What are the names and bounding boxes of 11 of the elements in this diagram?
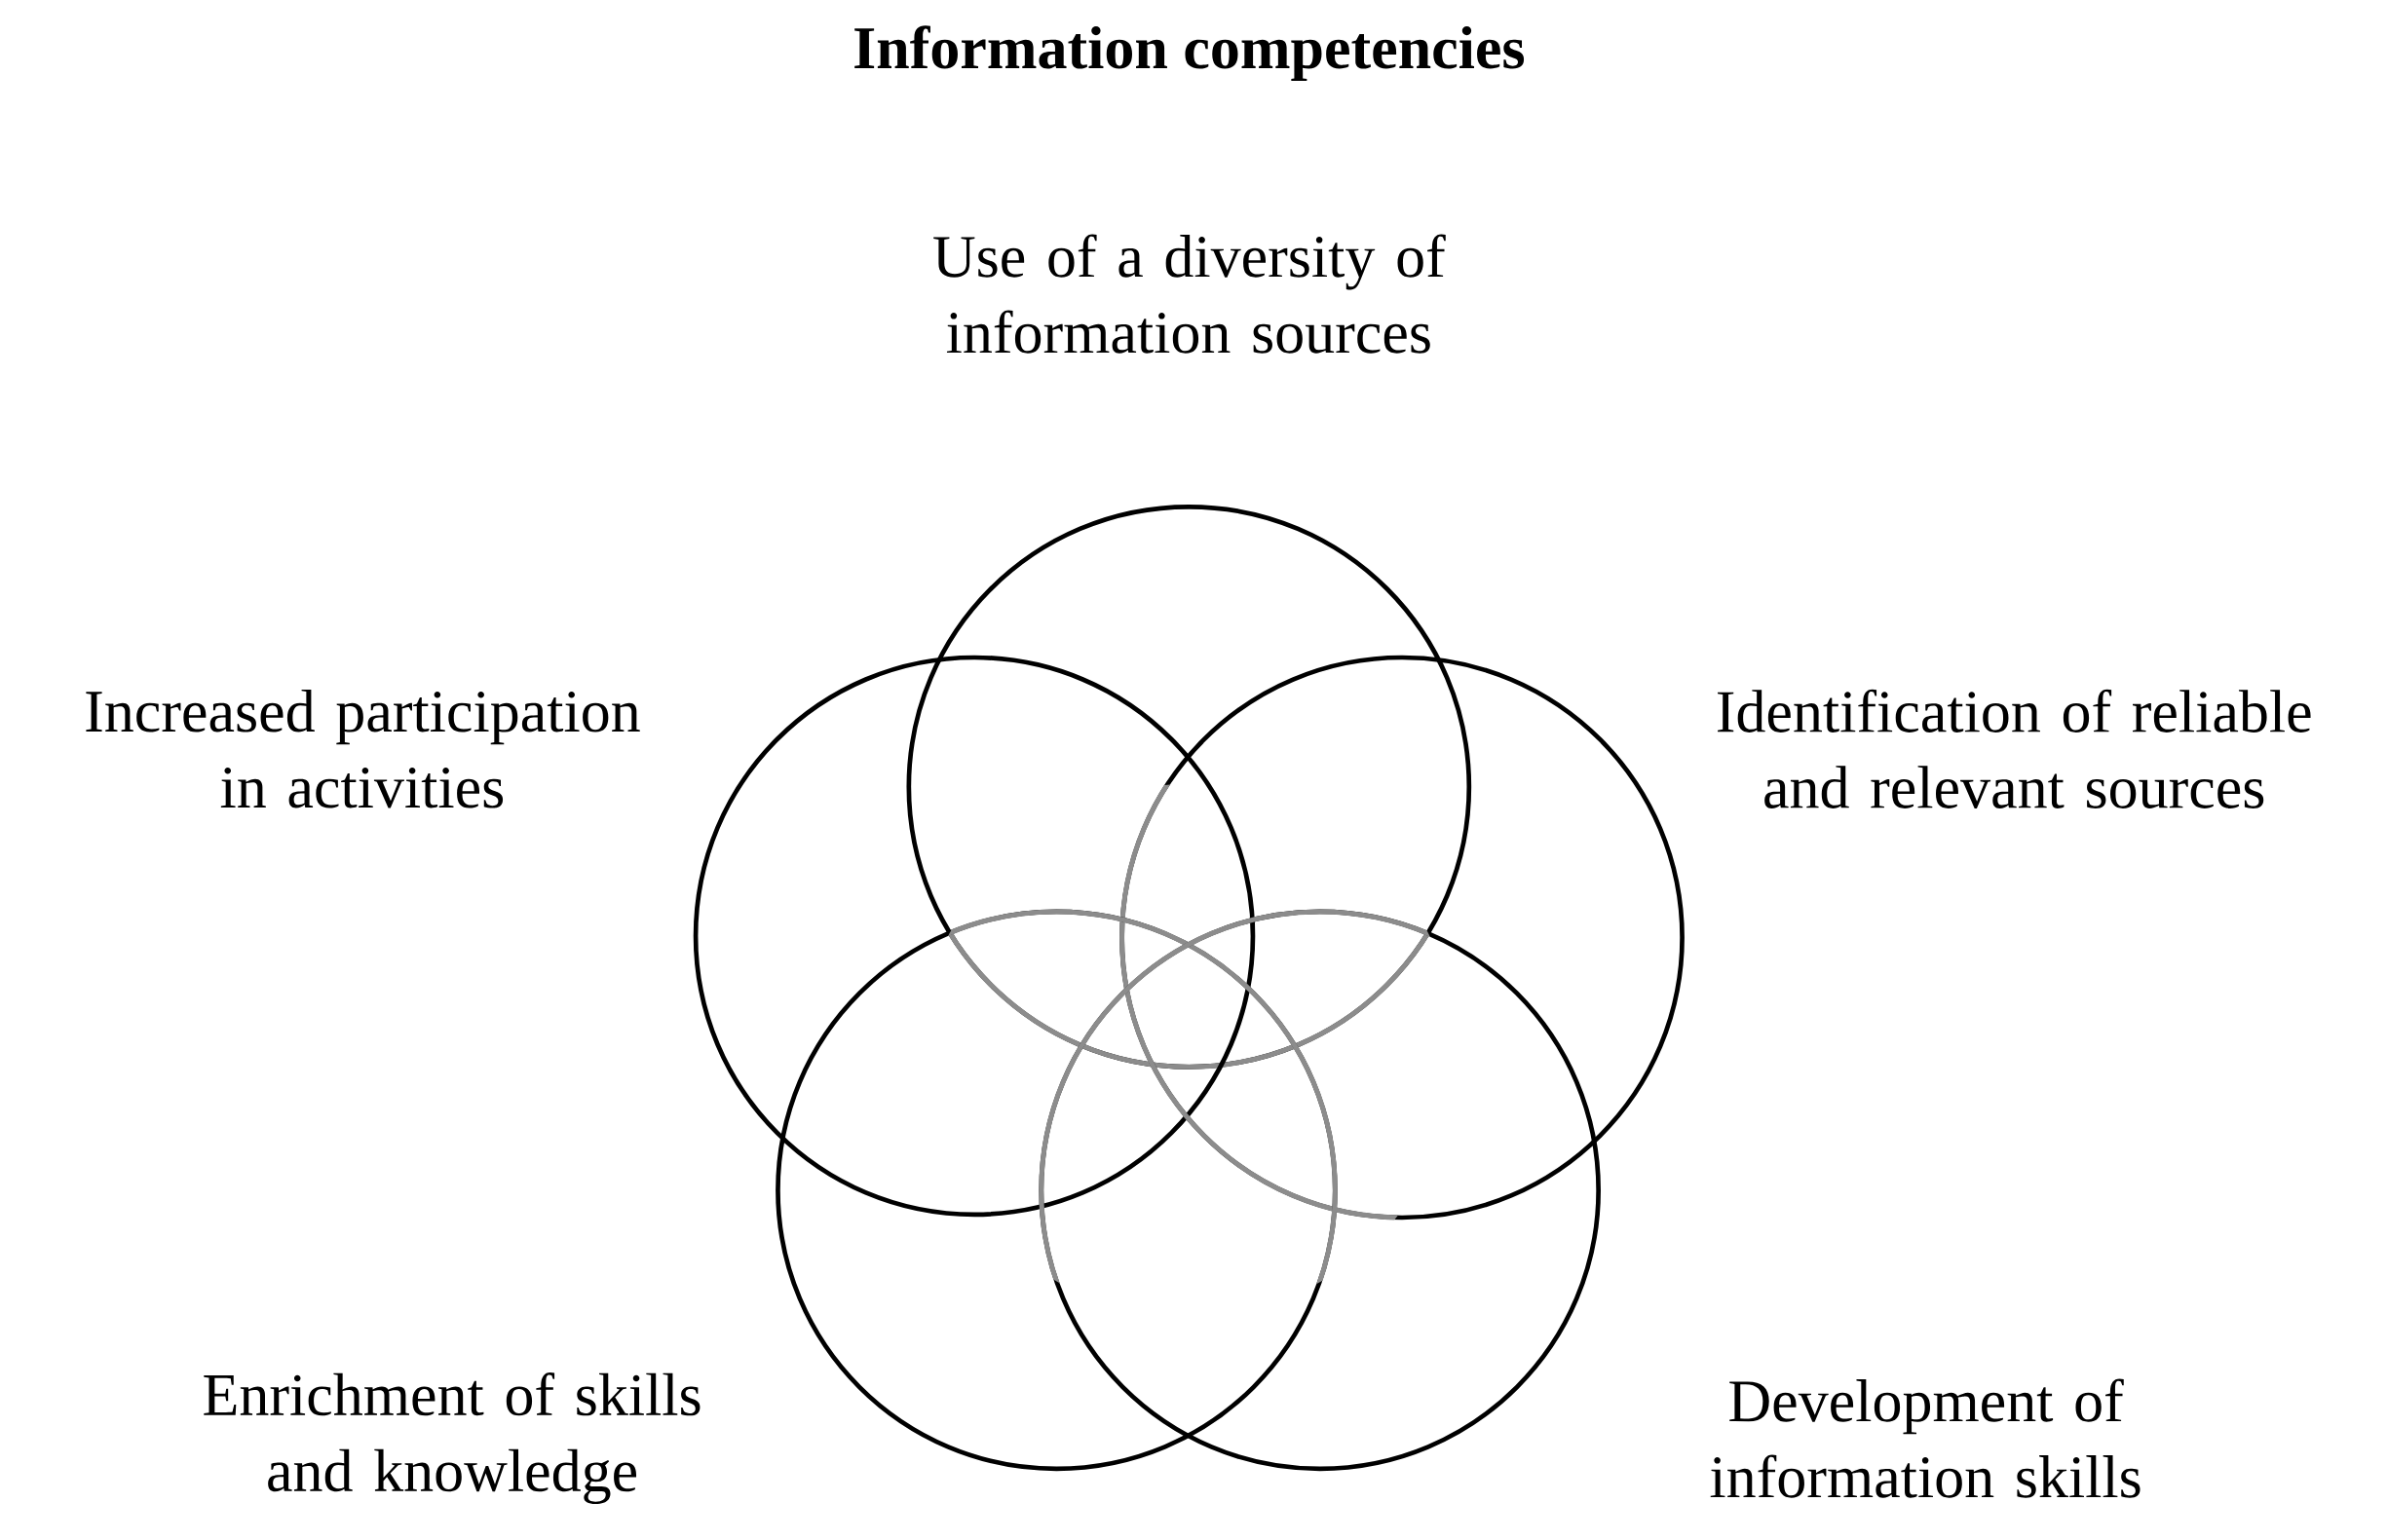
title: Information competencies: [854, 25, 1525, 81]
circle: [1119, 655, 1685, 1221]
circle: [906, 504, 1472, 1070]
circle-label: Increased participation in activities: [86, 689, 640, 808]
circle: [776, 909, 1338, 1472]
circle-label: Enrichment of skills and knowledge: [204, 1371, 701, 1504]
circle: [693, 655, 1256, 1218]
circle-label: Identification of reliable and relevant sources: [1718, 689, 2311, 808]
circle-label: Use of a diversity of information sources: [933, 234, 1446, 354]
circle: [1039, 909, 1601, 1472]
circle-label: Development of information skills: [1710, 1378, 2141, 1498]
